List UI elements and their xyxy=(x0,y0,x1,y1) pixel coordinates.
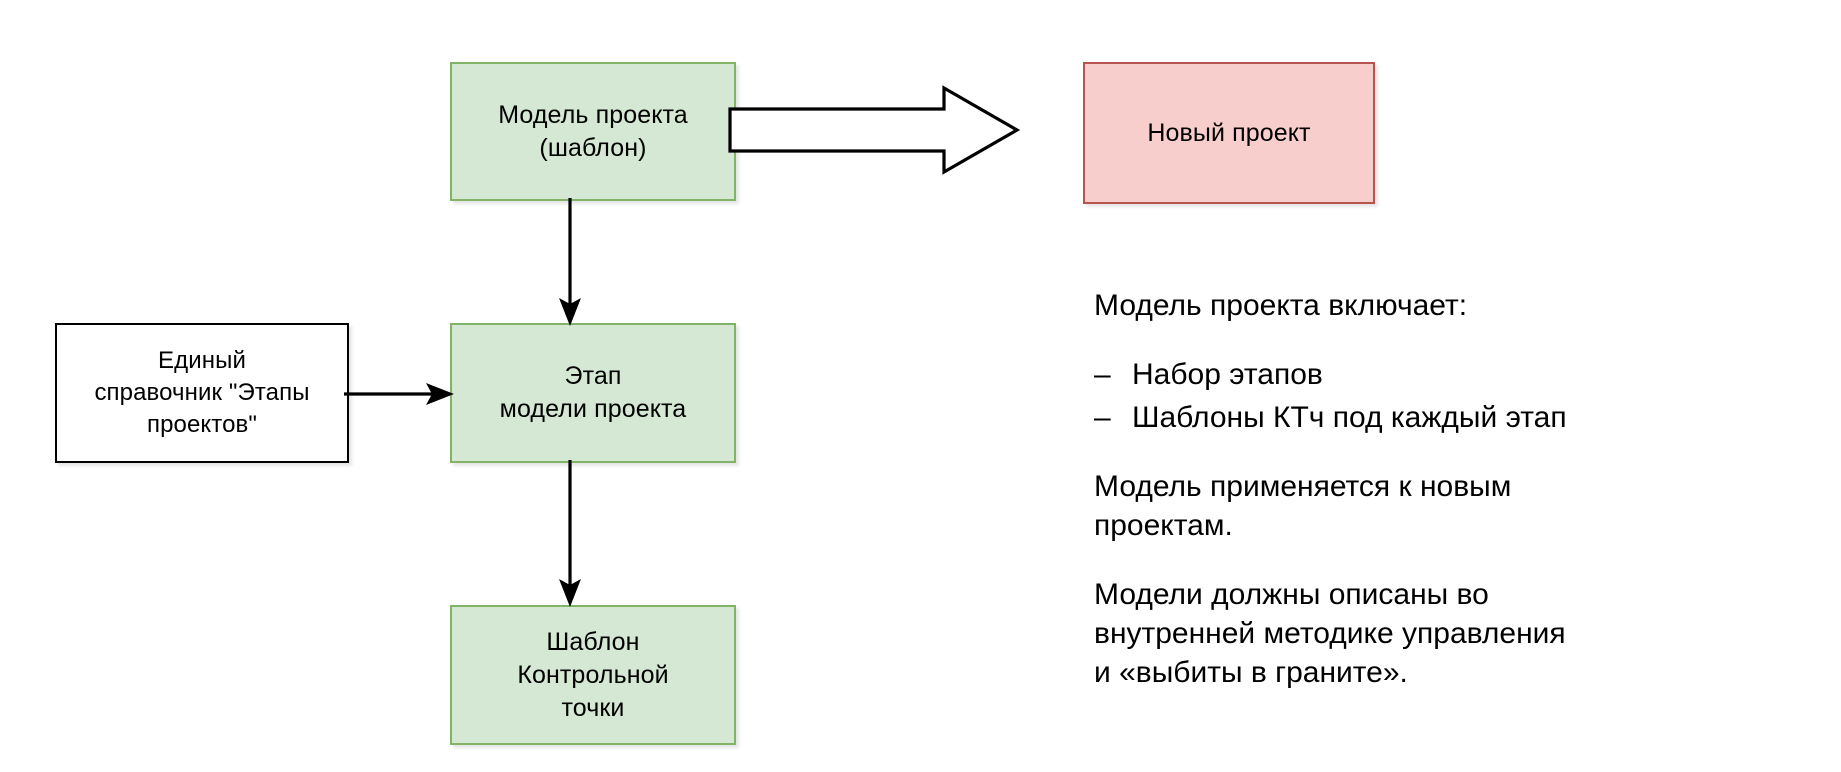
arrow-head xyxy=(426,383,454,405)
block-arrow-shape xyxy=(728,85,1021,175)
arrow-directory-to-stage xyxy=(344,383,454,405)
list-item: – Шаблоны КТч под каждый этап xyxy=(1094,398,1794,437)
dash-marker-icon: – xyxy=(1094,401,1111,434)
list-item-label: Шаблоны КТч под каждый этап xyxy=(1132,401,1567,434)
arrow-head xyxy=(559,579,581,607)
arrow-template-to-stage xyxy=(559,198,581,326)
node-unified-directory[interactable]: Единый справочник "Этапы проектов" xyxy=(55,323,349,463)
notes-paragraph-documentation: Модели должны описаны во внутренней мето… xyxy=(1094,578,1566,689)
list-item-label: Набор этапов xyxy=(1132,358,1323,391)
notes-heading: Модель проекта включает: xyxy=(1094,289,1468,322)
arrow-head xyxy=(559,298,581,326)
notes-bullet-list: – Набор этапов – Шаблоны КТч под каждый … xyxy=(1094,355,1794,437)
node-model-template[interactable]: Модель проекта (шаблон) xyxy=(450,62,736,201)
notes-column: Модель проекта включает: – Набор этапов … xyxy=(1094,286,1794,692)
notes-paragraph-application: Модель применяется к новым проектам. xyxy=(1094,470,1512,542)
list-item: – Набор этапов xyxy=(1094,355,1794,394)
dash-marker-icon: – xyxy=(1094,358,1111,391)
node-stage-of-model[interactable]: Этап модели проекта xyxy=(450,323,736,463)
block-arrow-model-to-new-project xyxy=(728,85,1021,175)
node-checkpoint-template[interactable]: Шаблон Контрольной точки xyxy=(450,605,736,745)
arrow-stage-to-checkpoint xyxy=(559,460,581,607)
node-new-project[interactable]: Новый проект xyxy=(1083,62,1375,204)
